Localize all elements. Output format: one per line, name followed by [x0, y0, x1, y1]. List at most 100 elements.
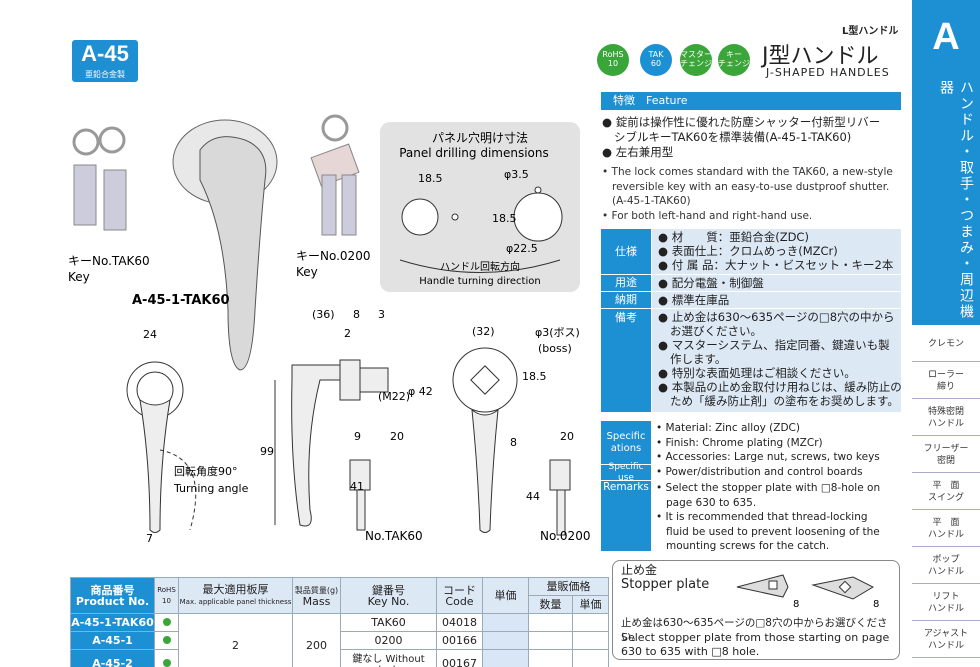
sidebar-item-7[interactable]: リフトハンドル: [912, 587, 980, 621]
table-row: A-45-2 鍵なし Without lock 00167: [70, 649, 609, 667]
remarks-header-en: Remarks: [601, 481, 651, 551]
panel-dim-18-5: 18.5: [418, 172, 443, 185]
handle-photo: [172, 119, 278, 371]
table-row: A-45-1 0200 00166: [70, 631, 609, 650]
rohs-dot-icon: [154, 631, 179, 650]
feature-en-4: For both left-hand and right-hand use.: [611, 209, 813, 222]
rotation-direction-en: Handle turning direction: [419, 276, 540, 287]
panel-value: 2: [178, 613, 293, 667]
dim-44: 44: [526, 490, 540, 503]
stopper-note-en: Select stopper plate from those starting…: [621, 631, 890, 658]
stopper-dim-8b: 8: [873, 599, 879, 610]
spec-header-en: Specifications: [601, 421, 651, 464]
spec-values-en: • Material: Zinc alloy (ZDC) • Finish: C…: [652, 421, 901, 464]
row-qty: [528, 631, 573, 650]
row-price2: [572, 613, 609, 632]
spec-accessories-en: • Accessories: Large nut, screws, two ke…: [656, 451, 880, 463]
sidebar-item-0[interactable]: クレモン: [912, 328, 980, 362]
row-qty: [528, 649, 573, 667]
front-view-drawing: [126, 361, 197, 533]
key-0200-label-jp: キーNo.0200: [296, 249, 370, 263]
delivery-header-jp: 納期: [601, 292, 651, 308]
spec-finish-en: • Finish: Chrome plating (MZCr): [656, 436, 823, 449]
dim-20b: 20: [560, 430, 574, 443]
feature-bar: 特徴 Feature: [601, 92, 901, 110]
key-tak60-label-en: Key: [68, 270, 90, 284]
row-key: 鍵なし Without lock: [340, 649, 437, 667]
panel-drilling-box: [380, 122, 580, 292]
row-price: [482, 649, 529, 667]
spec-material-en: • Material: Zinc alloy (ZDC): [656, 422, 800, 434]
remarks-values-jp: ● 止め金は630〜635ページの□8穴の中から お選びください。 ● マスター…: [652, 309, 902, 412]
sidebar-item-6[interactable]: ポップハンドル: [912, 550, 980, 584]
badge-3: キーチェンジ: [718, 44, 750, 76]
title-jp: J型ハンドル: [762, 44, 879, 69]
key-tak60-image: [72, 126, 127, 231]
dim-36: (36): [312, 308, 335, 321]
sidebar-item-2[interactable]: 特殊密閉ハンドル: [912, 402, 980, 436]
stopper-title-en: Stopper plate: [621, 577, 710, 592]
row-price: [482, 613, 529, 632]
use-value-en: • Power/distribution and control boards: [652, 465, 901, 480]
dim-9: 9: [354, 430, 361, 443]
remarks-header-jp: 備考: [601, 309, 651, 412]
sidebar-item-3[interactable]: フリーザー密閉: [912, 439, 980, 473]
turning-angle-jp: 回転角度90°: [174, 464, 238, 478]
spec-accessories: ● 付 属 品：大ナット・ビスセット・キー2本: [658, 258, 894, 272]
back-view-drawing: [452, 347, 571, 536]
th-qty: 数量: [528, 595, 573, 614]
dim-99: 99: [260, 445, 274, 458]
feature-list-en: • The lock comes standard with the TAK60…: [602, 165, 902, 223]
dim-3: 3: [378, 308, 385, 321]
stopper-dim-8a: 8: [793, 599, 799, 610]
stopper-plate-box: 止め金 Stopper plate 8 8 止め金は630〜635ページの□8穴…: [612, 560, 900, 660]
panel-title-en: Panel drilling dimensions: [399, 146, 549, 160]
dim-20a: 20: [390, 430, 404, 443]
dim-18-5: 18.5: [522, 370, 547, 383]
product-code: A-45: [81, 41, 129, 66]
dim-7: 7: [146, 532, 153, 545]
table-row: A-45-1-TAK60 2 200 TAK60 04018: [70, 613, 609, 667]
key-no-0200: No.0200: [540, 529, 590, 543]
feature-en-2: reversible key with an easy-to-use dustp…: [612, 180, 890, 193]
spec-header-jp: 仕様: [601, 229, 651, 274]
panel-dim-phi22-5: φ22.5: [506, 242, 538, 255]
sidebar-item-4[interactable]: 平 面スイング: [912, 476, 980, 510]
row-price2: [572, 631, 609, 650]
use-header-en: Specific use: [601, 462, 651, 483]
rotation-direction-jp: ハンドル回転方向: [440, 260, 520, 273]
sidebar-item-8[interactable]: アジャストハンドル: [912, 624, 980, 658]
dim-2: 2: [344, 327, 351, 340]
row-price: [482, 631, 529, 650]
th-price: 単価: [482, 577, 529, 614]
feature-title: 特徴 Feature: [613, 94, 688, 107]
rohs-dot-icon: [154, 613, 179, 632]
row-price2: [572, 649, 609, 667]
row-key: 0200: [340, 631, 437, 650]
dim-41: 41: [350, 480, 364, 493]
key-0200-image: [310, 114, 360, 236]
key-tak60-label-jp: キーNo.TAK60: [68, 254, 150, 268]
key-0200-label-en: Key: [296, 265, 318, 279]
sidebar-category: A ハンドル・取手・つまみ・周辺機器: [912, 0, 980, 325]
dim-32: (32): [472, 325, 495, 338]
stopper-title-jp: 止め金: [621, 563, 658, 577]
category-small: L型ハンドル: [842, 26, 899, 37]
sidebar-item-1[interactable]: ローラー締り: [912, 365, 980, 399]
dim-24: 24: [143, 328, 157, 341]
feature-en-3: (A-45-1-TAK60): [612, 195, 691, 207]
boss-label-en: (boss): [538, 342, 572, 355]
feature-en-1: The lock comes standard with the TAK60, …: [611, 166, 893, 178]
key-no-tak60: No.TAK60: [365, 529, 423, 543]
panel-dim-phi3-5: φ3.5: [504, 168, 529, 181]
sidebar-item-5[interactable]: 平 面ハンドル: [912, 513, 980, 547]
side-view-drawing: [274, 359, 389, 531]
sidebar-category-label: ハンドル・取手・つまみ・周辺機器: [938, 80, 974, 320]
